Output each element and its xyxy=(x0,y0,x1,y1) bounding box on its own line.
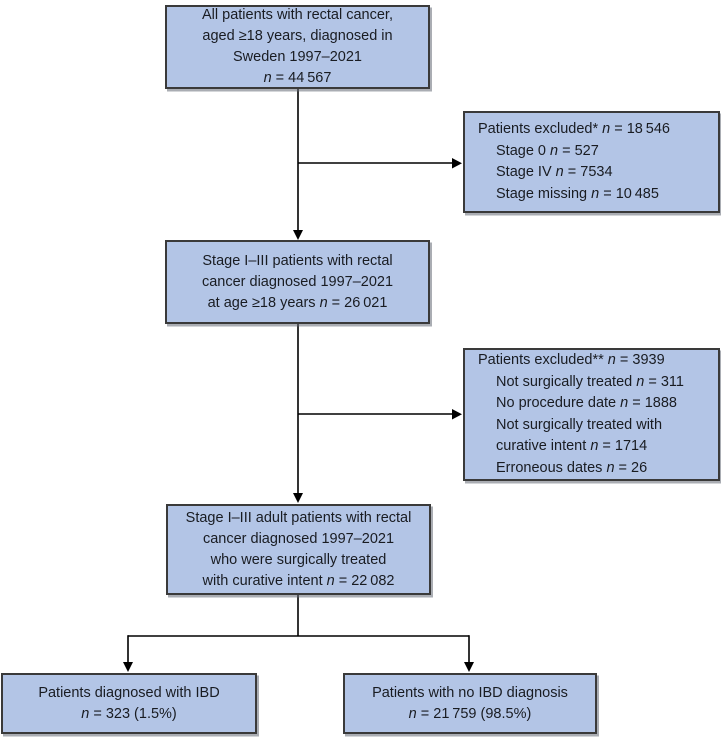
box-line: n = 323 (1.5%) xyxy=(81,705,177,722)
box-line: Stage 0 n = 527 xyxy=(496,142,599,159)
box-line: No procedure date n = 1888 xyxy=(496,395,678,411)
box-line: Patients with no IBD diagnosis xyxy=(372,684,568,701)
box-line: All patients with rectal cancer, xyxy=(201,7,393,23)
box-line: Patients excluded* n = 18 546 xyxy=(478,121,670,137)
box-line: Patients diagnosed with IBD xyxy=(38,684,220,701)
box-excluded-surgical: Patients excluded** n = 3939 Not surgica… xyxy=(463,348,720,481)
box-stage-i-iii: Stage I–III patients with rectal cancer … xyxy=(165,240,430,324)
arrowhead-into-surgical-box xyxy=(293,493,303,503)
arrowhead-into-no-ibd xyxy=(464,662,474,672)
box-line: cancer diagnosed 1997–2021 xyxy=(202,530,395,547)
box-line: cancer diagnosed 1997–2021 xyxy=(201,273,394,290)
box-line: n = 44 567 xyxy=(263,70,332,86)
arrowhead-into-ibd xyxy=(123,662,133,672)
box-line: n = 21 759 (98.5%) xyxy=(408,705,532,722)
box-no-ibd: Patients with no IBD diagnosis n = 21 75… xyxy=(343,673,597,734)
box-all-patients: All patients with rectal cancer, aged ≥1… xyxy=(165,5,430,89)
box-surgical-curative: Stage I–III adult patients with rectal c… xyxy=(166,504,431,595)
box-line: Not surgically treated n = 311 xyxy=(496,373,684,390)
box-line: with curative intent n = 22 082 xyxy=(202,572,395,589)
box-line: aged ≥18 years, diagnosed in xyxy=(202,28,393,44)
box-line: Stage missing n = 10 485 xyxy=(496,185,659,202)
box-line: Sweden 1997–2021 xyxy=(232,49,362,65)
box-line: Not surgically treated with xyxy=(496,416,663,433)
box-line: who were surgically treated xyxy=(210,551,387,568)
box-line: curative intent n = 1714 xyxy=(496,438,648,454)
box-line: Stage I–III adult patients with rectal xyxy=(185,509,412,526)
box-line: at age ≥18 years n = 26 021 xyxy=(207,294,388,311)
box-line: Erroneous dates n = 26 xyxy=(496,459,648,476)
box-ibd: Patients diagnosed with IBD n = 323 (1.5… xyxy=(1,673,257,734)
box-line: Stage IV n = 7534 xyxy=(496,164,613,180)
arrowhead-into-excluded-surgical xyxy=(452,409,462,420)
arrowhead-into-excluded-stage xyxy=(452,158,462,169)
box-line: Stage I–III patients with rectal xyxy=(202,252,393,269)
box-line: Patients excluded** n = 3939 xyxy=(478,352,665,368)
arrowhead-into-stage-box xyxy=(293,230,303,240)
box-excluded-stage: Patients excluded* n = 18 546 Stage 0 n … xyxy=(463,111,720,213)
